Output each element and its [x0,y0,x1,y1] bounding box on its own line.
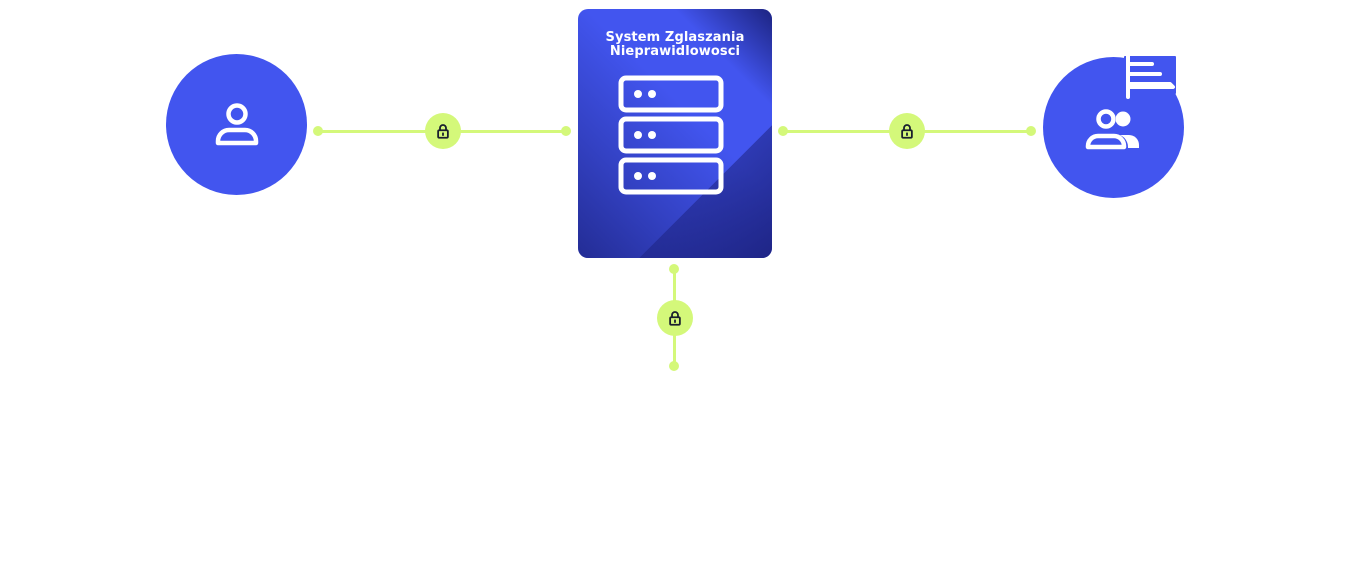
user-icon [215,102,258,145]
connector-left-lock [425,113,461,149]
team-users-icon [1083,108,1139,150]
lock-icon [669,311,681,326]
server-rack-icon [618,75,724,195]
connector-bottom-start-dot [669,264,679,274]
connector-right-start-dot [778,126,788,136]
system-title-line2: Nieprawidlowosci [609,44,741,59]
whistleblowing-system-card: System Zglaszania Nieprawidlowosci [578,9,772,258]
connector-bottom-end-dot [669,361,679,371]
lock-icon [437,124,449,139]
reporter-node [166,54,307,195]
connector-left-end-dot [561,126,571,136]
system-title-line1: System Zglaszania [605,30,745,45]
flag-icon [1124,56,1176,99]
system-title: System Zglaszania Nieprawidlowosci [578,31,772,59]
server-rack [618,75,724,199]
connector-bottom-lock [657,300,693,336]
connector-right-end-dot [1026,126,1036,136]
lock-icon [901,124,913,139]
card-shadow-top [578,9,772,258]
connector-right-lock [889,113,925,149]
connector-left-start-dot [313,126,323,136]
